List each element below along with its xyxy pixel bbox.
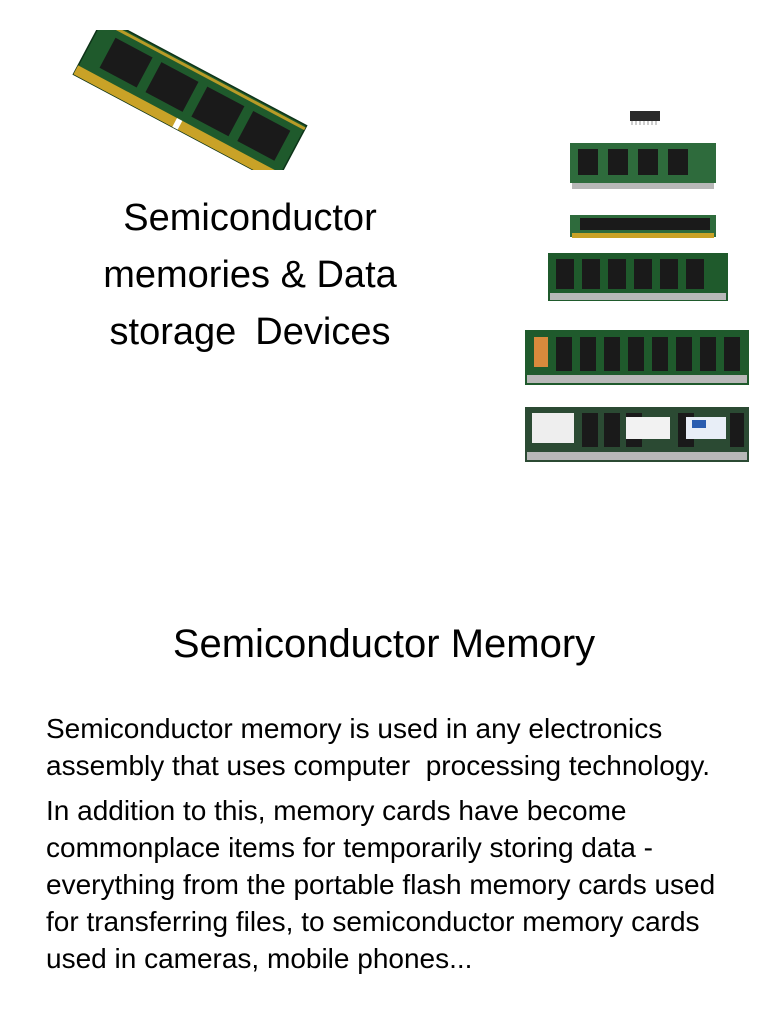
dip-chip [630, 111, 660, 125]
paragraph: Semiconductor memory is used in any elec… [46, 713, 711, 781]
heading-line: memories & Data [103, 254, 397, 296]
memory-modules-evolution-image [525, 111, 749, 462]
simm-72pin-module [548, 253, 728, 301]
small-simm-module [570, 215, 716, 238]
dimm-module [525, 330, 749, 385]
ddr-dimm-module [525, 407, 749, 462]
content-slide-body: Semiconductor memory is used in any elec… [46, 710, 746, 985]
heading-line: Semiconductor [123, 197, 377, 239]
title-slide-heading: Semiconductor memories & Data storage De… [60, 190, 440, 361]
content-slide-title: Semiconductor Memory [172, 622, 596, 666]
laptop-ram-module-image [72, 30, 308, 170]
content-slide: Semiconductor Memory Semiconductor memor… [0, 560, 768, 1024]
heading-line: storage Devices [109, 311, 391, 353]
simm-module [570, 143, 716, 189]
paragraph: In addition to this, memory cards have b… [46, 795, 716, 974]
title-slide: Semiconductor memories & Data storage De… [60, 30, 749, 462]
